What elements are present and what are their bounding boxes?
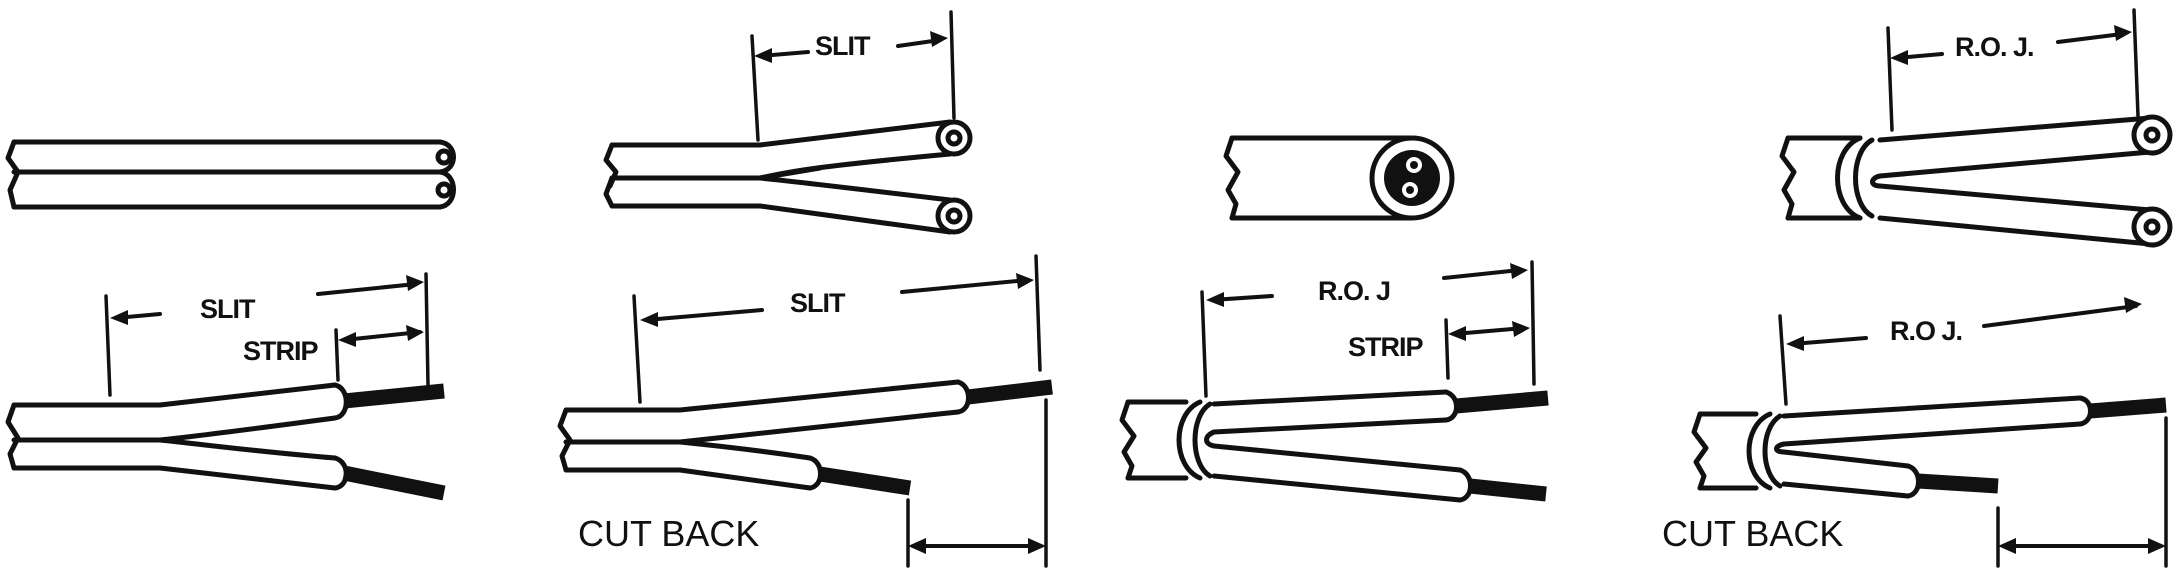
dimension-slit-top: SLIT (750, 10, 956, 142)
dimension-roj-panel4: R.O J. (1778, 297, 2142, 406)
label-roj-top: R.O. J. (1955, 32, 2034, 62)
label-slit-panel1: SLIT (200, 294, 256, 324)
cable-round-jacket-end-view (1223, 135, 1455, 221)
cable-round-jacket-stripped (1119, 389, 1549, 503)
label-cut-back-panel2: CUT BACK (578, 513, 759, 554)
label-slit-top: SLIT (815, 31, 871, 61)
label-roj-panel3: R.O. J (1318, 276, 1390, 306)
dimension-slit-strip-panel1: SLIT STRIP (104, 272, 430, 397)
dimension-cut-back-panel4: CUT BACK (1662, 416, 2168, 568)
label-cut-back-panel4: CUT BACK (1662, 513, 1843, 554)
cable-twin-lead-slit (603, 119, 973, 235)
label-roj-panel4: R.O J. (1890, 316, 1962, 346)
cable-round-jacket-cutback (1691, 395, 2167, 499)
dimension-roj-strip-panel3: R.O. J STRIP (1200, 260, 1536, 398)
dimension-slit-panel2: SLIT (632, 254, 1042, 404)
label-strip-panel1: STRIP (243, 336, 319, 366)
dimension-roj-top: R.O. J. (1886, 8, 2140, 132)
cable-twin-lead-slit-cutback (557, 379, 1053, 496)
label-slit-panel2: SLIT (790, 288, 846, 318)
cable-round-jacket-removed (1779, 114, 2173, 248)
label-strip-panel3: STRIP (1348, 332, 1424, 362)
cable-twin-lead-slit-stripped (5, 382, 446, 501)
cable-twin-lead-uncut (5, 139, 456, 210)
dimension-cut-back-panel2: CUT BACK (578, 398, 1048, 568)
